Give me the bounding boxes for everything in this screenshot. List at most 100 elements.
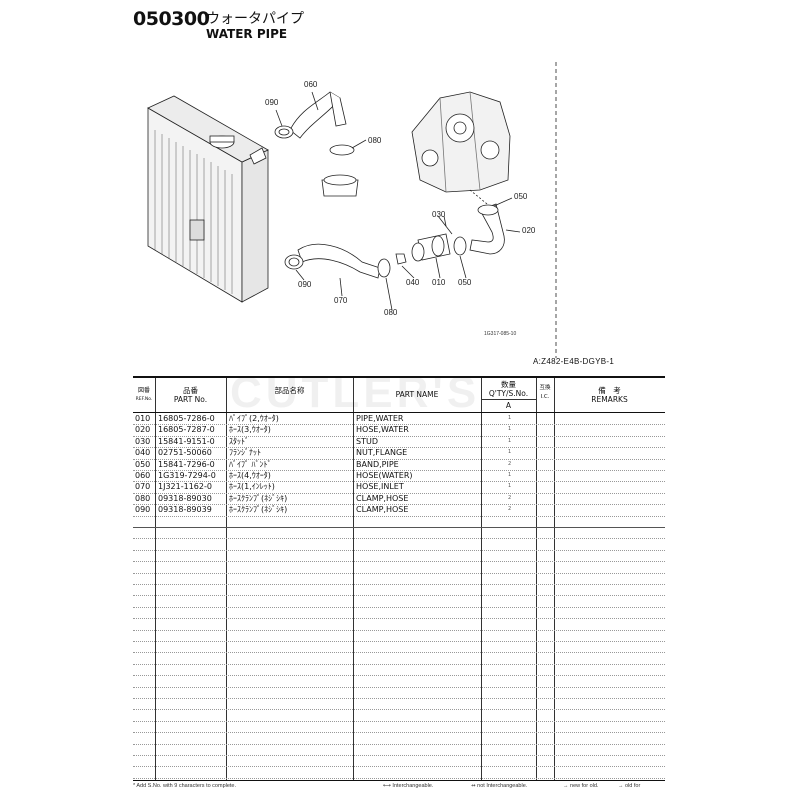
- header-remarks: 備 考 REMARKS: [591, 386, 628, 404]
- table-row: [133, 527, 665, 540]
- header-ref: 図番 REF.No.: [135, 387, 153, 402]
- cell-part-no: 1G319-7294-0: [158, 471, 216, 480]
- table-row: [133, 538, 665, 551]
- header-name-en: PART NAME: [395, 390, 439, 399]
- callout-040: 040: [406, 278, 420, 287]
- cell-ref: 040: [135, 448, 151, 458]
- table-row: [133, 698, 665, 711]
- cell-name-en: BAND,PIPE: [356, 459, 399, 469]
- cell-name-en: NUT,FLANGE: [356, 448, 408, 458]
- cell-qty: 2: [508, 460, 512, 467]
- cell-part-no: 09318-89030: [158, 493, 212, 503]
- col-divider: [481, 378, 482, 780]
- table-row: [133, 595, 665, 608]
- callout-090-top: 090: [265, 98, 279, 107]
- cell-part-no: 1J321-1162-0: [158, 482, 212, 492]
- header-part-no: 品番 PART No.: [173, 386, 208, 404]
- cell-name-en: PIPE,WATER: [356, 414, 404, 423]
- callout-020: 020: [522, 226, 536, 235]
- cell-name-en: STUD: [356, 436, 378, 446]
- diagram-drawing: [147, 62, 557, 358]
- section-number: 050300: [133, 8, 210, 30]
- callout-010: 010: [432, 278, 446, 287]
- header-qty: 数量 Q'TY/S.No. A: [488, 380, 529, 410]
- legend-interchangeable: ⟷ Interchangeable.: [383, 783, 434, 789]
- table-row: 020 16805-7287-0 ﾎｰｽ(3,ｳｵｰﾀ) HOSE,WATER 1: [133, 424, 665, 437]
- col-divider: [226, 378, 227, 780]
- table-row: [133, 732, 665, 745]
- section-title-en: WATER PIPE: [206, 27, 288, 41]
- cell-name-en: CLAMP,HOSE: [356, 493, 409, 503]
- cell-qty: 2: [508, 506, 512, 513]
- cell-name-jp: ﾊﾞｲﾌﾟ ﾊﾞﾝﾄﾞ: [229, 459, 272, 469]
- table-row: [133, 618, 665, 631]
- callout-070: 070: [334, 296, 348, 305]
- header-name-jp: 部品名称: [274, 386, 305, 395]
- table-row: [133, 573, 665, 585]
- cell-name-en: HOSE,WATER: [356, 425, 409, 435]
- cell-part-no: 15841-7296-0: [158, 459, 215, 469]
- cell-part-no: 16805-7286-0: [158, 414, 215, 423]
- cell-name-jp: ﾎｰｽ(3,ｳｵｰﾀ): [229, 425, 271, 435]
- table-row: [133, 516, 665, 528]
- cell-ref: 070: [135, 482, 151, 492]
- legend-new-for-old: → new for old.: [563, 783, 599, 789]
- qty-sub-divider: [481, 399, 536, 400]
- cell-name-jp: ﾎｰｽ(4,ｳｵｰﾀ): [229, 471, 271, 480]
- cell-name-en: CLAMP,HOSE: [356, 505, 409, 515]
- table-row: [133, 641, 665, 654]
- header-ic: 互換 I.C.: [539, 385, 551, 400]
- cell-name-jp: ﾎｰｽ(1,ｲﾝﾚｯﾄ): [229, 482, 275, 492]
- table-row: [133, 766, 665, 779]
- footer-note: * Add S.No. with 9 characters to complet…: [133, 783, 237, 789]
- cell-part-no: 15841-9151-0: [158, 436, 215, 446]
- col-divider: [536, 378, 537, 780]
- table-row: [133, 607, 665, 620]
- table-row: [133, 652, 665, 665]
- legend-not-interchangeable: ⇸ not Interchangeable.: [471, 783, 528, 789]
- table-row: [133, 664, 665, 677]
- cell-name-jp: ｽﾀｯﾄﾞ: [229, 436, 249, 446]
- callout-060: 060: [304, 80, 318, 89]
- cell-ref: 060: [135, 471, 151, 480]
- cell-ref: 080: [135, 493, 151, 503]
- table-row: [133, 561, 665, 574]
- callout-030: 030: [432, 210, 446, 219]
- exploded-diagram: 060 090 080 050 030 020 090 070 080 040 …: [0, 40, 800, 380]
- col-divider: [554, 378, 555, 780]
- cell-qty: 1: [508, 426, 512, 433]
- table-row: [133, 755, 665, 768]
- table-row: [133, 744, 665, 756]
- header-divider: [133, 412, 665, 413]
- parts-table: 図番 REF.No. 品番 PART No. 部品名称 PART NAME 数量…: [133, 376, 665, 781]
- cell-part-no: 09318-89039: [158, 505, 212, 515]
- cell-qty: 2: [508, 494, 512, 501]
- table-row: [133, 721, 665, 734]
- cell-ref: 050: [135, 459, 151, 469]
- callout-050-top: 050: [514, 192, 528, 201]
- table-row: 040 02751-50060 ﾌﾗﾝｼﾞﾅｯﾄ NUT,FLANGE 1: [133, 447, 665, 460]
- callout-080-top: 080: [368, 136, 382, 145]
- cell-name-jp: ﾊﾟｲﾌﾟ(2,ｳｵｰﾀ): [229, 414, 279, 423]
- cell-name-jp: ﾎｰｽｸﾗﾝﾌﾟ(ﾈｼﾞｼｷ): [229, 505, 288, 515]
- model-code: A:Z482-E4B-DGYB-1: [533, 357, 615, 366]
- callout-050-bottom: 050: [458, 278, 472, 287]
- cell-qty: 1: [508, 437, 512, 444]
- cell-name-jp: ﾌﾗﾝｼﾞﾅｯﾄ: [229, 448, 261, 458]
- table-row: 050 15841-7296-0 ﾊﾞｲﾌﾟ ﾊﾞﾝﾄﾞ BAND,PIPE 2: [133, 459, 665, 471]
- table-row: [133, 675, 665, 688]
- col-divider: [155, 378, 156, 780]
- table-row: [133, 584, 665, 597]
- cell-qty: 1: [508, 449, 512, 456]
- cell-ref: 030: [135, 436, 151, 446]
- table-row: [133, 709, 665, 722]
- cell-ref: 020: [135, 425, 151, 435]
- cell-part-no: 16805-7287-0: [158, 425, 215, 435]
- callout-080-bottom: 080: [384, 308, 398, 317]
- cell-part-no: 02751-50060: [158, 448, 212, 458]
- callout-090-bottom: 090: [298, 280, 312, 289]
